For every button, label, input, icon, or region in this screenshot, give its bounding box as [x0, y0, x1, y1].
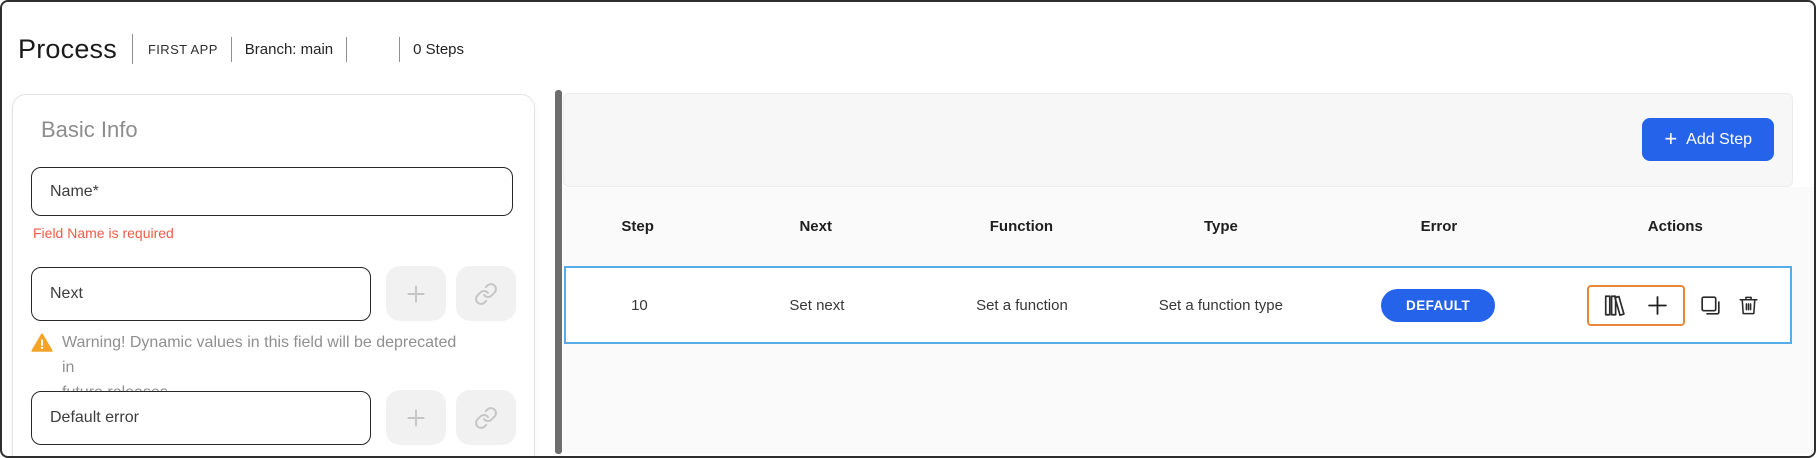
plus-icon: +: [1664, 125, 1678, 151]
warning-icon: [31, 333, 53, 352]
steps-toolbar: + Add Step: [563, 93, 1793, 187]
breadcrumb-separator: [346, 36, 348, 62]
breadcrumb-separator: [399, 36, 401, 62]
top-header: Process FIRST APP Branch: main 0 Steps: [2, 2, 1814, 74]
cell-function: Set a function: [976, 296, 1068, 314]
steps-table: Step Next Function Type Error Actions 10…: [563, 187, 1814, 454]
add-step-button[interactable]: + Add Step: [1642, 118, 1774, 161]
app-name: FIRST APP: [147, 41, 218, 57]
default-error-link-button[interactable]: [456, 390, 516, 445]
cell-error: DEFAULT: [1319, 288, 1558, 322]
default-error-input[interactable]: [31, 391, 371, 445]
cell-step: 10: [631, 296, 648, 314]
next-link-button[interactable]: [456, 266, 516, 321]
copy-step-button[interactable]: [1698, 293, 1723, 318]
add-inline-step-button[interactable]: [1644, 292, 1671, 319]
plus-icon: [1647, 295, 1667, 315]
library-button[interactable]: [1601, 292, 1628, 319]
copy-icon: [1701, 295, 1720, 315]
default-error-add-button[interactable]: [386, 390, 446, 445]
column-header-error: Error: [1420, 218, 1458, 235]
name-error: Field Name is required: [33, 225, 174, 241]
cell-next: Set next: [789, 296, 845, 314]
default-error-badge[interactable]: DEFAULT: [1381, 288, 1496, 322]
name-input[interactable]: [31, 167, 513, 216]
breadcrumb-separator: [230, 36, 232, 62]
basic-info-title: Basic Info: [41, 117, 138, 142]
panel-resize-handle[interactable]: [555, 90, 562, 454]
plus-icon: [407, 408, 425, 427]
link-icon: [475, 406, 497, 429]
trash-icon: [1739, 296, 1758, 314]
library-icon: [1604, 294, 1625, 316]
steps-panel: + Add Step Step Next Function Type Error…: [563, 74, 1814, 454]
cell-actions: [1557, 284, 1790, 326]
add-step-label: Add Step: [1686, 130, 1752, 148]
page-title: Process: [18, 33, 117, 64]
link-icon: [475, 282, 497, 305]
column-header-actions: Actions: [1647, 218, 1703, 235]
column-header-next: Next: [799, 218, 832, 235]
delete-step-button[interactable]: [1736, 293, 1761, 318]
plus-icon: [407, 284, 425, 303]
next-add-button[interactable]: [386, 266, 446, 321]
table-header-row: Step Next Function Type Error Actions: [564, 187, 1792, 266]
step-table-row[interactable]: 10 Set next Set a function Set a functio…: [564, 266, 1792, 344]
branch-label: Branch: main: [244, 40, 334, 58]
basic-info-card: Basic Info Field Name is required Warnin…: [12, 94, 535, 456]
actions-highlight-box: [1586, 284, 1685, 326]
column-header-type: Type: [1204, 218, 1238, 235]
column-header-function: Function: [989, 218, 1054, 235]
breadcrumb-separator: [131, 34, 133, 64]
cell-type: Set a function type: [1158, 296, 1283, 314]
next-input[interactable]: [31, 267, 371, 321]
steps-count: 0 Steps: [413, 40, 465, 58]
column-header-step: Step: [621, 218, 654, 235]
